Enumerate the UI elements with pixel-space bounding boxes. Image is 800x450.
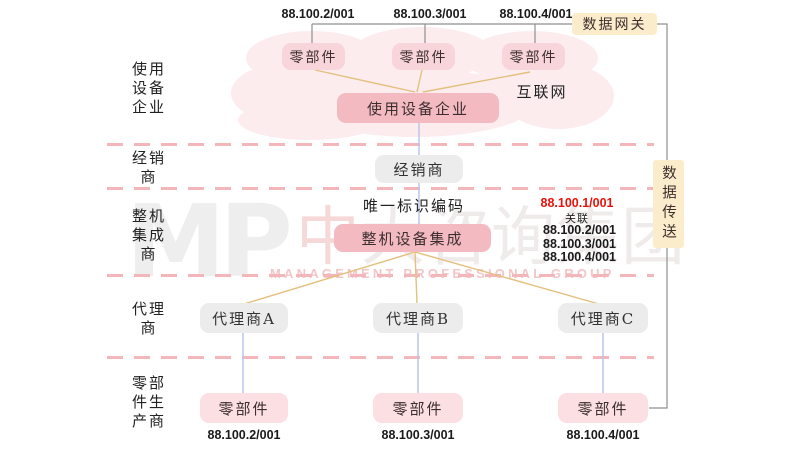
enterprise-box: 使用设备企业 (337, 93, 499, 123)
association-label: 关联 (565, 212, 589, 225)
part-id-top-2: 88.100.3/001 (393, 7, 467, 21)
primary-id: 88.100.1/001 (540, 196, 614, 210)
linked-ids-list: 88.100.2/001 88.100.3/001 88.100.4/001 (543, 223, 616, 265)
agent-box-b: 代理商B (373, 303, 463, 333)
part-id-bottom-3: 88.100.4/001 (566, 428, 640, 442)
separator-dashed-4 (107, 356, 654, 359)
part-box-bottom-2: 零部件 (373, 393, 463, 423)
linked-id-3: 88.100.4/001 (543, 250, 616, 264)
separator-dashed-2 (107, 187, 654, 190)
section-label-parts-maker: 零部 件生 产商 (131, 374, 166, 430)
part-box-top-3: 零部件 (502, 43, 565, 70)
transfer-box: 数据传送 (653, 160, 684, 248)
integrator-box: 整机设备集成 (334, 224, 491, 252)
part-id-bottom-2: 88.100.3/001 (381, 428, 455, 442)
part-id-bottom-1: 88.100.2/001 (207, 428, 281, 442)
unique-code-label: 唯一标识编码 (362, 197, 465, 215)
gateway-box: 数据网关 (572, 13, 657, 35)
agent-box-c: 代理商C (558, 303, 648, 333)
internet-label: 互联网 (516, 83, 568, 101)
part-box-top-1: 零部件 (282, 43, 345, 70)
separator-dashed-3 (107, 274, 654, 277)
section-label-agent: 代理 商 (131, 300, 166, 337)
part-box-top-2: 零部件 (392, 43, 455, 70)
part-id-top-3: 88.100.4/001 (499, 7, 573, 21)
separator-dashed-1 (107, 143, 654, 146)
dealer-box: 经销商 (375, 155, 463, 183)
section-label-dealer: 经销 商 (131, 149, 166, 186)
part-box-bottom-3: 零部件 (558, 393, 648, 423)
part-box-bottom-1: 零部件 (200, 393, 288, 423)
part-id-top-1: 88.100.2/001 (281, 7, 355, 21)
section-label-using-enterprise: 使用 设备 企业 (131, 60, 166, 116)
linked-id-1: 88.100.2/001 (543, 223, 616, 237)
agent-box-a: 代理商A (200, 303, 288, 333)
section-label-integrator: 整机 集成 商 (131, 207, 166, 263)
linked-id-2: 88.100.3/001 (543, 236, 616, 251)
